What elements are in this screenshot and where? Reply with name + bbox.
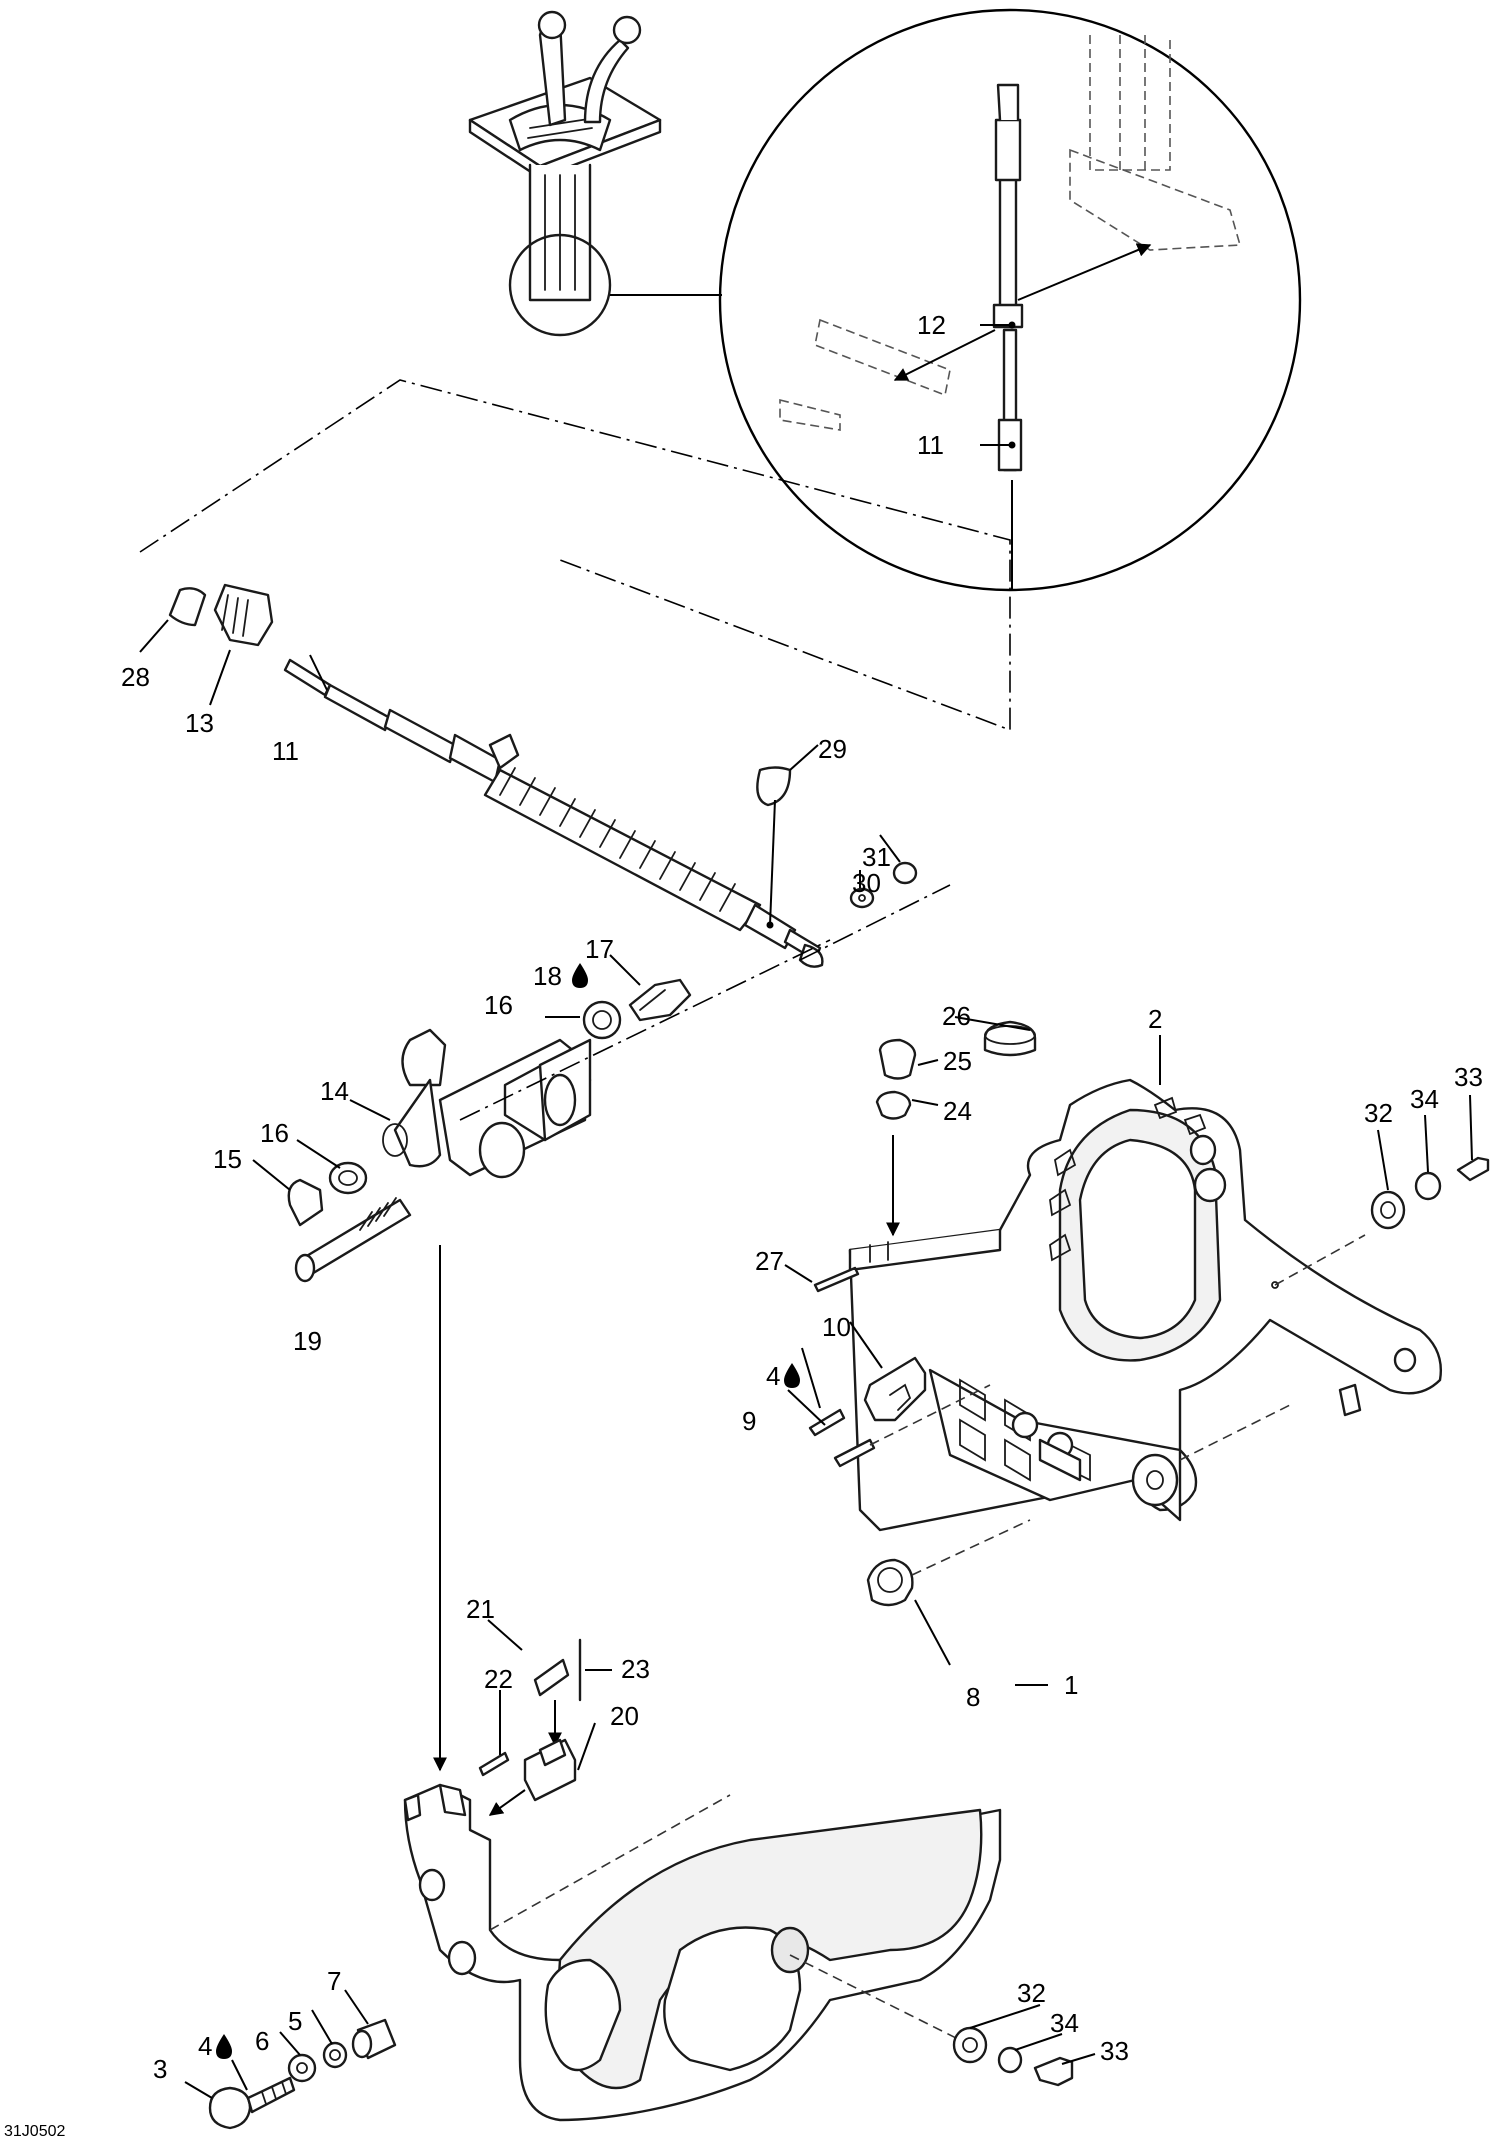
- part-22-screw: [478, 1751, 510, 1777]
- callout-17: 17: [585, 934, 614, 964]
- part-32-grommet-upper: [1370, 1190, 1406, 1230]
- callout-23: 23: [621, 1654, 650, 1684]
- part-25-nut: [878, 1038, 917, 1080]
- callout-27: 27: [755, 1246, 784, 1276]
- part-29-clip: [756, 766, 792, 807]
- callout-21: 21: [466, 1594, 495, 1624]
- callout-8: 8: [966, 1682, 980, 1712]
- callout-5: 5: [288, 2006, 302, 2036]
- part-8-bushing: [866, 1558, 914, 1607]
- bracket-part-2: [848, 1078, 1442, 1532]
- callout-34: 34: [1050, 2008, 1079, 2038]
- callout-9: 9: [742, 1406, 756, 1436]
- part-5-washer: [322, 2041, 348, 2069]
- detail-magnifier: [718, 8, 1302, 592]
- part-15-plug: [287, 1178, 324, 1227]
- part-24-bushing: [875, 1090, 912, 1120]
- part-34-washer-lower: [997, 2046, 1023, 2074]
- callout-20: 20: [610, 1701, 639, 1731]
- part-9-screw-b: [833, 1438, 876, 1468]
- part-3-bolt-shaft: [246, 2076, 296, 2114]
- callout-14: 14: [320, 1076, 349, 1106]
- callout-1: 1: [1064, 1670, 1078, 1700]
- part-17-bolt: [628, 978, 692, 1022]
- callout-32: 32: [1364, 1098, 1393, 1128]
- callout-34: 34: [1410, 1084, 1439, 1114]
- callout-4: 4: [198, 2031, 212, 2061]
- callout-19: 19: [293, 1326, 322, 1356]
- callout-13: 13: [185, 708, 214, 738]
- part-27-pin: [813, 1266, 860, 1293]
- perspective-boundary: [139, 379, 1011, 732]
- centerline-bracket: [1274, 1234, 1366, 1286]
- callout-12: 12: [917, 310, 946, 340]
- callout-6: 6: [255, 2026, 269, 2056]
- shift-cable-assembly: [168, 583, 824, 968]
- figure-code: 31J0502: [4, 2123, 65, 2140]
- callout-7: 7: [327, 1966, 341, 1996]
- drop-icon: [216, 2034, 232, 2059]
- callout-16: 16: [260, 1118, 289, 1148]
- centerline-housing: [489, 1794, 731, 1931]
- callout-30: 30: [852, 868, 881, 898]
- callout-29: 29: [818, 734, 847, 764]
- part-10-plate: [863, 1356, 927, 1422]
- control-box-assembly: [468, 10, 662, 337]
- callout-2: 2: [1148, 1004, 1162, 1034]
- callout-31: 31: [862, 842, 891, 872]
- part-30-washer: [849, 887, 875, 909]
- callout-4: 4: [766, 1361, 780, 1391]
- drop-icon: [784, 1363, 800, 1388]
- centerline-cable-end: [799, 884, 951, 961]
- shift-lever-assembly: [382, 1028, 592, 1179]
- callout-32: 32: [1017, 1978, 1046, 2008]
- callout-leaders: [139, 619, 1473, 2099]
- callout-labels: 1 2 3 4 4 5 6 7 8 9 10 11 11 12 13 14 15…: [121, 310, 1483, 2084]
- centerline-lever: [459, 939, 831, 1121]
- part-32-grommet-lower: [952, 2026, 988, 2064]
- part-34-washer-upper: [1414, 1171, 1442, 1201]
- drop-icon: [572, 963, 588, 988]
- part-3-bolt-head: [208, 2086, 252, 2130]
- callout-11: 11: [917, 430, 944, 460]
- callout-3: 3: [153, 2054, 167, 2084]
- part-21-clip: [533, 1658, 570, 1697]
- centerline-bracket-lower: [1179, 1404, 1291, 1461]
- part-16-bushing-lower: [328, 1161, 368, 1195]
- part-16-bushing-upper: [582, 1000, 622, 1040]
- part-9-screw-a: [808, 1408, 846, 1437]
- part-6-washer: [287, 2053, 317, 2083]
- callout-22: 22: [484, 1664, 513, 1694]
- part-33-bolt-upper: [1456, 1156, 1490, 1182]
- callout-25: 25: [943, 1046, 972, 1076]
- callout-24: 24: [943, 1096, 972, 1126]
- callout-16: 16: [484, 990, 513, 1020]
- part-31-nut: [892, 861, 918, 885]
- callout-10: 10: [822, 1312, 851, 1342]
- callout-33: 33: [1100, 2036, 1129, 2066]
- callout-15: 15: [213, 1144, 242, 1174]
- housing-part-1: [403, 1783, 1002, 2122]
- callout-18: 18: [533, 961, 562, 991]
- callout-33: 33: [1454, 1062, 1483, 1092]
- callout-11: 11: [272, 736, 299, 766]
- callout-28: 28: [121, 662, 150, 692]
- callout-26: 26: [942, 1001, 971, 1031]
